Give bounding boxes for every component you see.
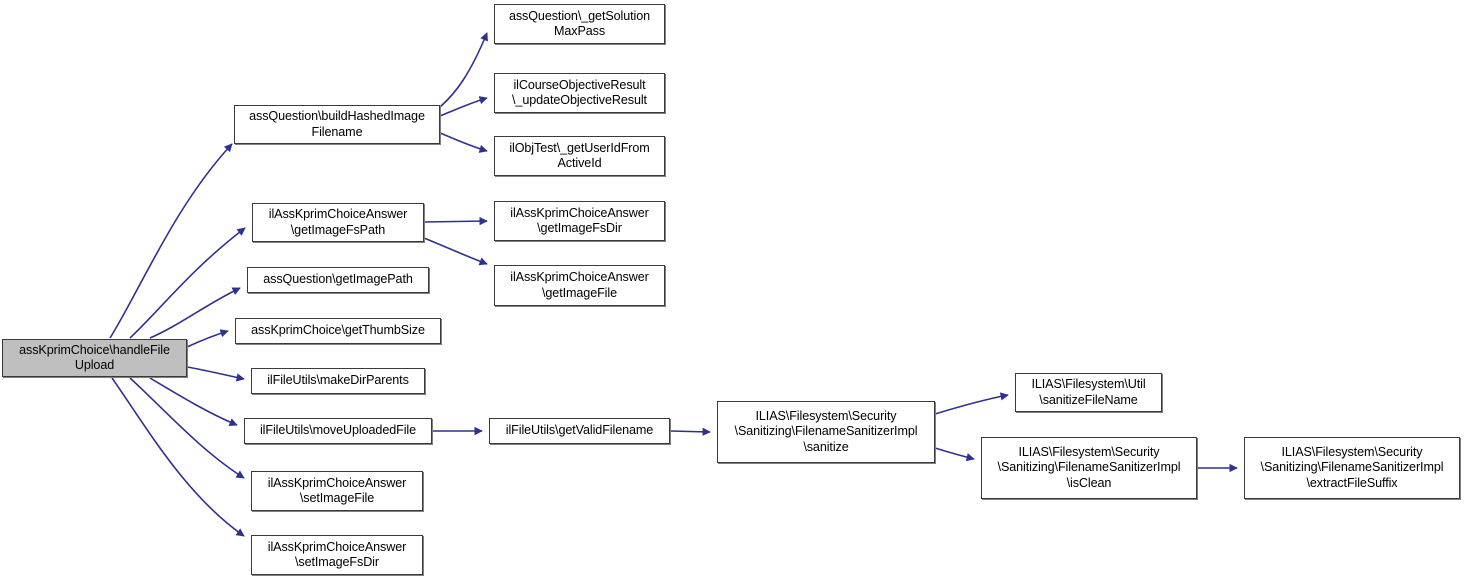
graph-node-extractFileSuffix[interactable]: ILIAS\Filesystem\Security \Sanitizing\Fi…: [1244, 437, 1460, 499]
graph-node-buildHashedImageFilename[interactable]: assQuestion\buildHashedImage Filename: [234, 105, 440, 144]
edge-getImageFsPath-to-getImageFsDir: [423, 216, 488, 226]
edge-root-to-makeDirParents: [186, 366, 245, 382]
graph-node-getImageFsDir[interactable]: ilAssKprimChoiceAnswer \getImageFsDir: [494, 201, 665, 241]
edge-root-to-getThumbSize: [186, 329, 229, 348]
edge-root-to-getImageFsPath: [129, 227, 246, 339]
graph-node-moveUploadedFile[interactable]: ilFileUtils\moveUploadedFile: [244, 418, 432, 444]
graph-node-getImageFsPath[interactable]: ilAssKprimChoiceAnswer \getImageFsPath: [252, 203, 424, 242]
edge-sanitize-to-isClean: [934, 447, 975, 462]
graph-node-root[interactable]: assKprimChoice\handleFile Upload: [2, 339, 187, 377]
graph-node-setImageFsDir[interactable]: ilAssKprimChoiceAnswer \setImageFsDir: [251, 535, 423, 575]
edge-root-to-setImageFsDir: [111, 377, 245, 537]
graph-node-getImagePath[interactable]: assQuestion\getImagePath: [247, 267, 429, 293]
graph-node-getValidFilename[interactable]: ilFileUtils\getValidFilename: [489, 418, 670, 444]
edge-buildHashedImageFilename-to-getSolutionMaxPass: [439, 32, 488, 108]
graph-node-updateObjectiveResult[interactable]: ilCourseObjectiveResult \_updateObjectiv…: [494, 73, 665, 113]
edge-root-to-buildHashedImageFilename: [109, 143, 233, 339]
edge-buildHashedImageFilename-to-getUserIdFromActiveId: [439, 132, 488, 153]
edge-getValidFilename-to-sanitize: [669, 427, 711, 436]
edge-sanitize-to-sanitizeFileName: [934, 392, 1009, 415]
graph-node-sanitizeFileName[interactable]: ILIAS\Filesystem\Util \sanitizeFileName: [1015, 373, 1162, 412]
graph-node-getThumbSize[interactable]: assKprimChoice\getThumbSize: [235, 318, 441, 344]
edge-buildHashedImageFilename-to-updateObjectiveResult: [439, 96, 488, 117]
graph-node-getUserIdFromActiveId[interactable]: ilObjTest\_getUserIdFrom ActiveId: [494, 136, 665, 176]
edge-root-to-getImagePath: [149, 287, 241, 339]
graph-node-getImageFile[interactable]: ilAssKprimChoiceAnswer \getImageFile: [494, 265, 665, 306]
graph-node-setImageFile[interactable]: ilAssKprimChoiceAnswer \setImageFile: [251, 471, 423, 511]
graph-node-getSolutionMaxPass[interactable]: assQuestion\_getSolution MaxPass: [494, 4, 665, 44]
edge-getImageFsPath-to-getImageFile: [423, 237, 488, 266]
graph-node-isClean[interactable]: ILIAS\Filesystem\Security \Sanitizing\Fi…: [981, 437, 1197, 499]
graph-node-sanitize[interactable]: ILIAS\Filesystem\Security \Sanitizing\Fi…: [717, 401, 935, 463]
edge-root-to-setImageFile: [129, 377, 245, 479]
edge-root-to-moveUploadedFile: [149, 377, 238, 427]
graph-node-makeDirParents[interactable]: ilFileUtils\makeDirParents: [251, 368, 425, 394]
